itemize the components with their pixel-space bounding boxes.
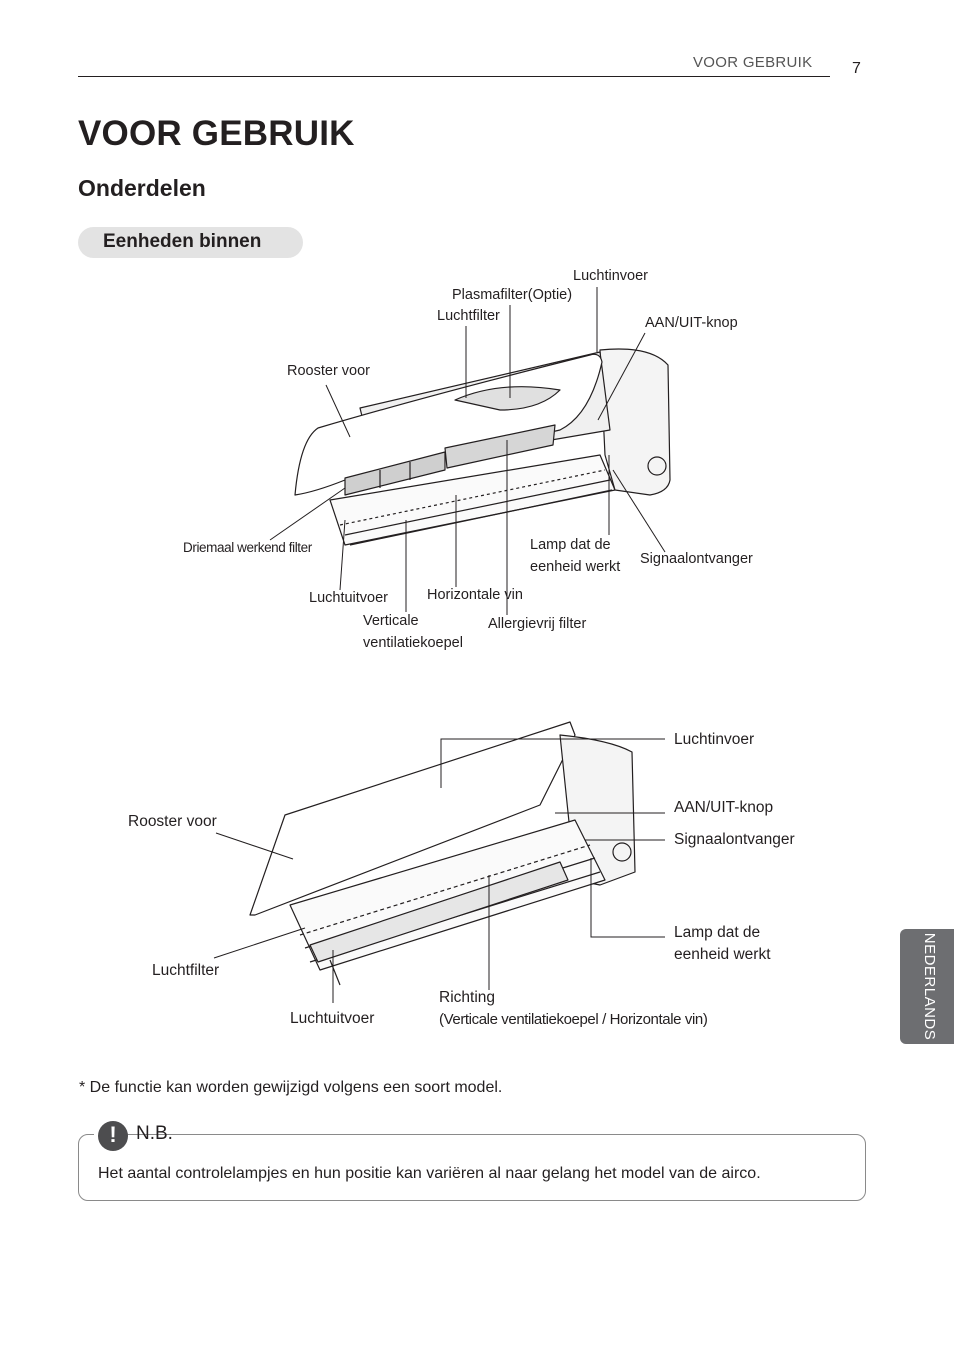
label-lamp-line2-bottom: eenheid werkt xyxy=(674,946,771,963)
note-box xyxy=(78,1134,866,1201)
running-head: VOOR GEBRUIK xyxy=(693,54,813,71)
page-title: VOOR GEBRUIK xyxy=(78,114,355,153)
label-lamp-line1-top: Lamp dat de xyxy=(530,537,611,553)
exclamation-icon: ! xyxy=(98,1121,128,1151)
footnote: * De functie kan worden gewijzigd volgen… xyxy=(79,1079,503,1096)
label-luchtuitvoer-top: Luchtuitvoer xyxy=(309,590,388,606)
label-richting: Richting xyxy=(439,989,495,1006)
header-rule xyxy=(78,76,830,77)
subsection-title: Eenheden binnen xyxy=(103,231,262,252)
label-lamp-line1-bottom: Lamp dat de xyxy=(674,924,761,941)
label-luchtinvoer-top: Luchtinvoer xyxy=(573,268,648,284)
note-text: Het aantal controlelampjes en hun positi… xyxy=(98,1165,761,1182)
note-label: N.B. xyxy=(136,1123,173,1144)
label-driemaal-werkend-filter: Driemaal werkend filter xyxy=(183,540,312,555)
label-luchtinvoer-bottom: Luchtinvoer xyxy=(674,731,755,748)
label-luchtfilter-top: Luchtfilter xyxy=(437,308,500,324)
leader-lines-bottom xyxy=(213,738,665,1003)
indoor-unit-illustration-bottom xyxy=(249,721,636,986)
label-rooster-voor-top: Rooster voor xyxy=(287,363,371,379)
label-signaalontvanger-bottom: Signaalontvanger xyxy=(674,831,795,848)
label-richting-detail: (Verticale ventilatiekoepel / Horizontal… xyxy=(439,1011,708,1028)
label-plasmafilter: Plasmafilter(Optie) xyxy=(452,287,573,303)
label-luchtfilter-bottom: Luchtfilter xyxy=(152,962,220,979)
label-signaalontvanger-top: Signaalontvanger xyxy=(640,551,753,567)
label-aan-uit-knop-top: AAN/UIT-knop xyxy=(645,315,738,331)
label-allergievrij-filter: Allergievrij filter xyxy=(488,616,587,632)
label-luchtuitvoer-bottom: Luchtuitvoer xyxy=(290,1010,375,1027)
leader-lines-top xyxy=(269,287,666,615)
label-horizontale-vin: Horizontale vin xyxy=(427,587,523,603)
note-header: ! N.B. xyxy=(94,1119,173,1151)
label-rooster-voor-bottom: Rooster voor xyxy=(128,813,217,830)
language-tab: NEDERLANDS xyxy=(900,929,954,1044)
label-lamp-line2-top: eenheid werkt xyxy=(530,559,621,575)
language-tab-label: NEDERLANDS xyxy=(921,932,938,1041)
indoor-unit-illustration-top xyxy=(294,348,671,546)
label-aan-uit-knop-bottom: AAN/UIT-knop xyxy=(674,799,774,816)
label-verticale-line2: ventilatiekoepel xyxy=(363,635,463,651)
subsection-pill: Eenheden binnen xyxy=(78,227,303,258)
page-number: 7 xyxy=(852,60,861,77)
section-title: Onderdelen xyxy=(78,175,206,201)
label-verticale-line1: Verticale xyxy=(363,613,419,629)
